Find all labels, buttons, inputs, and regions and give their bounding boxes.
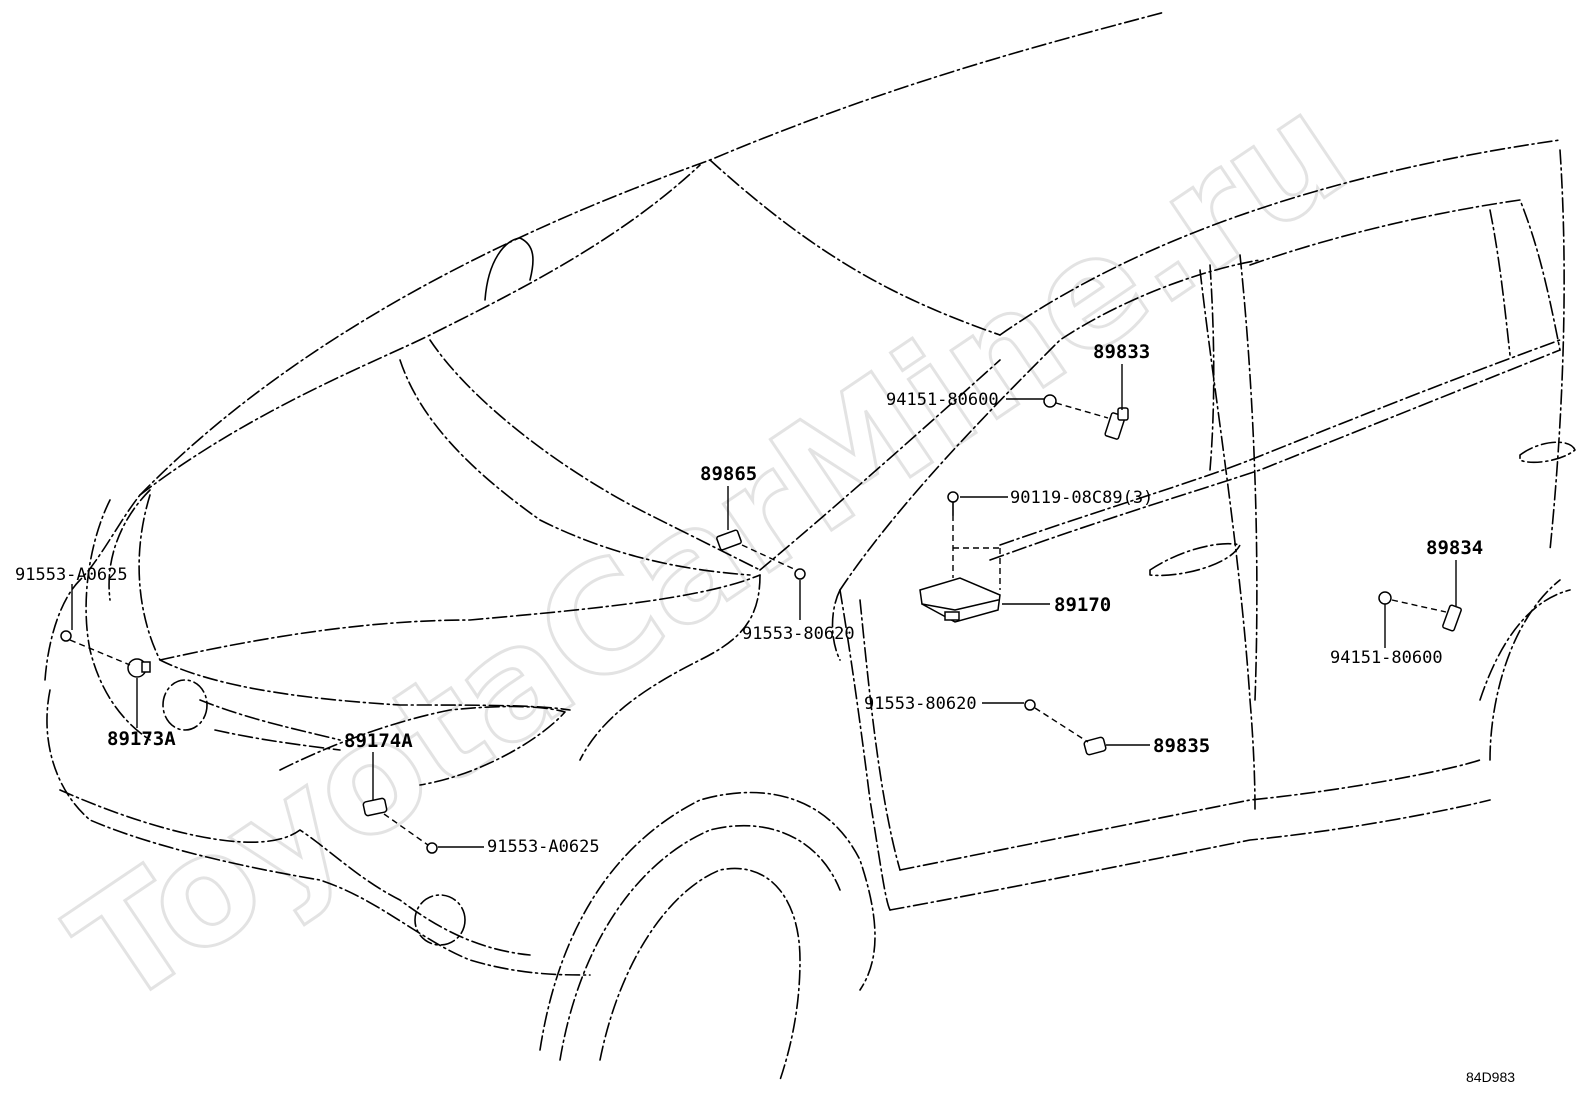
label-89173a: 89173A <box>107 728 176 750</box>
nut-94151-upper-icon <box>1043 394 1057 408</box>
bolt-90119-icon <box>947 491 959 516</box>
callout-labels: 89833 94151-80600 89865 90119-08C89(3) 8… <box>15 341 1483 857</box>
nut-94151-lower-icon <box>1378 591 1392 605</box>
parts <box>60 394 1462 854</box>
label-89174a: 89174A <box>344 730 413 752</box>
label-91553-a0625-left: 91553-A0625 <box>15 565 128 585</box>
label-94151-80600-upper: 94151-80600 <box>886 390 999 410</box>
vehicle-body-outline <box>44 11 1576 1081</box>
sensor-89865-icon <box>716 529 742 551</box>
bolt-91553-80620-mid-icon <box>1024 699 1036 711</box>
label-90119-08c89: 90119-08C89(3) <box>1010 488 1153 508</box>
module-89170-icon <box>919 577 1001 623</box>
leader-lines <box>69 364 1457 848</box>
bolt-91553-a0625-left-icon <box>60 630 72 642</box>
sensor-89174a-icon <box>362 797 388 817</box>
label-94151-80600-lower: 94151-80600 <box>1330 648 1443 668</box>
sensor-89833-icon <box>1104 407 1129 440</box>
label-89865: 89865 <box>700 463 757 485</box>
label-91553-80620-mid: 91553-80620 <box>864 694 977 714</box>
bolt-91553-a0625-bottom-icon <box>426 842 438 854</box>
label-89834: 89834 <box>1426 537 1483 559</box>
label-89833: 89833 <box>1093 341 1150 363</box>
diagram-code: 84D983 <box>1466 1069 1515 1085</box>
label-91553-a0625-bottom: 91553-A0625 <box>487 837 600 857</box>
label-89835: 89835 <box>1153 735 1210 757</box>
sensor-89834-icon <box>1442 604 1462 632</box>
sensor-89173a-icon <box>127 658 151 678</box>
label-91553-80620-top: 91553-80620 <box>742 624 855 644</box>
sensor-89835-icon <box>1083 736 1107 756</box>
bolt-91553-80620-top-icon <box>794 568 806 580</box>
watermark: ToyotaCarMine.ru <box>43 62 1377 1040</box>
label-89170: 89170 <box>1054 594 1111 616</box>
